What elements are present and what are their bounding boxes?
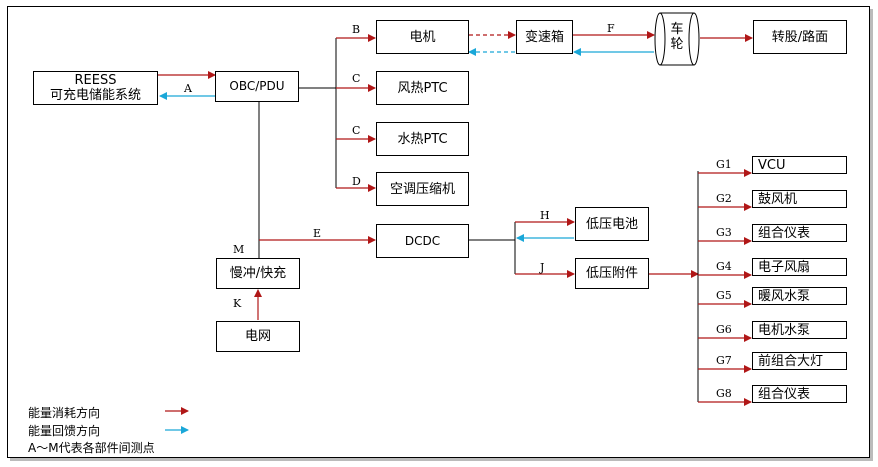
- diagram-frame: [7, 6, 870, 458]
- motor-box: 电机: [376, 20, 469, 54]
- point-f: F: [607, 22, 615, 35]
- point-j: J: [540, 261, 545, 274]
- g-item-box: 组合仪表: [752, 385, 847, 403]
- lv-battery-box: 低压电池: [575, 207, 649, 241]
- g-item-box: 电机水泵: [752, 321, 847, 339]
- g-item-box: 电子风扇: [752, 258, 847, 276]
- g-point-label: G8: [716, 387, 732, 400]
- point-d: D: [352, 175, 361, 188]
- point-e: E: [313, 227, 322, 240]
- g-item-box: VCU: [752, 156, 847, 174]
- g-item-box: 鼓风机: [752, 190, 847, 208]
- g-point-label: G1: [716, 158, 732, 171]
- fan-ptc-box: 风热PTC: [376, 71, 469, 105]
- reess-box: REESS 可充电储能系统: [33, 71, 158, 105]
- g-point-label: G7: [716, 354, 732, 367]
- point-m: M: [233, 243, 245, 256]
- lv-accessory-box: 低压附件: [575, 258, 649, 289]
- legend-note: A～M代表各部件间测点: [28, 441, 155, 455]
- water-ptc-box: 水热PTC: [376, 122, 469, 156]
- point-a: A: [184, 82, 192, 95]
- g-point-label: G6: [716, 323, 732, 336]
- grid-box: 电网: [216, 321, 300, 352]
- g-point-label: G5: [716, 289, 732, 302]
- g-item-box: 组合仪表: [752, 224, 847, 242]
- dcdc-box: DCDC: [376, 224, 469, 258]
- wheel-shape: [654, 12, 700, 66]
- point-h: H: [540, 209, 550, 222]
- point-k: K: [233, 297, 242, 310]
- point-c1: C: [352, 72, 361, 85]
- road-box: 转股/路面: [753, 20, 847, 54]
- ac-compressor-box: 空调压缩机: [376, 172, 469, 206]
- g-item-box: 暖风水泵: [752, 287, 847, 305]
- legend-feedback: 能量回馈方向: [28, 424, 101, 438]
- wheel-label: 车 轮: [670, 22, 684, 52]
- point-c2: C: [352, 124, 361, 137]
- legend-consume: 能量消耗方向: [28, 406, 101, 420]
- g-item-box: 前组合大灯: [752, 352, 847, 370]
- charger-box: 慢冲/快充: [216, 258, 300, 289]
- g-point-label: G2: [716, 192, 732, 205]
- g-point-label: G4: [716, 260, 732, 273]
- point-b: B: [352, 23, 361, 36]
- obc-pdu-box: OBC/PDU: [215, 71, 299, 102]
- gearbox-box: 变速箱: [516, 20, 573, 54]
- g-point-label: G3: [716, 226, 732, 239]
- reess-label: REESS 可充电储能系统: [49, 73, 141, 103]
